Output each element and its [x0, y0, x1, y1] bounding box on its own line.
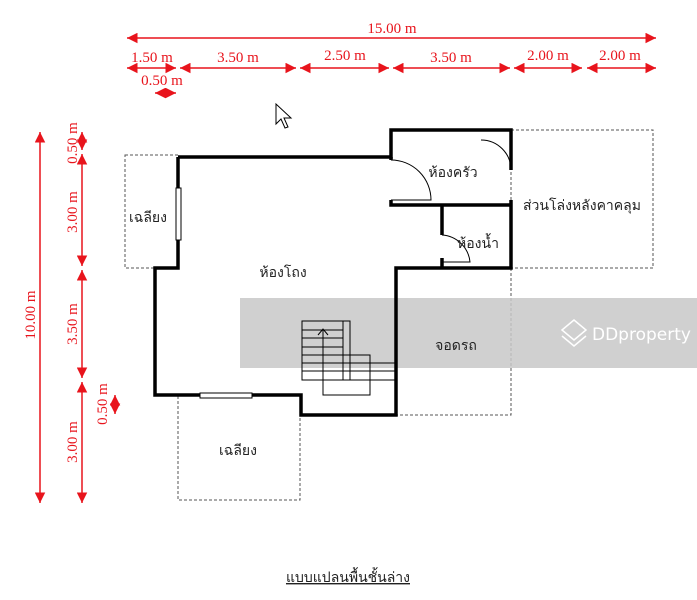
width-dimensions [127, 32, 656, 99]
covered-area [510, 129, 654, 269]
depth-seg-1: 0.50 m [65, 122, 81, 164]
walls [153, 128, 513, 417]
width-seg-1: 1.50 m [131, 50, 173, 66]
width-small-label: 0.50 m [141, 73, 183, 89]
width-seg-5: 2.00 m [527, 48, 569, 64]
staircase [301, 320, 396, 396]
room-carport: จอดรถ [435, 338, 477, 354]
watermark-text: DDproperty [592, 325, 691, 345]
watermark-band [240, 298, 697, 368]
depth-small-label: 0.50 m [95, 383, 111, 425]
plan-title: แบบแปลนพื้นชั้นล่าง [286, 567, 410, 586]
room-bathroom: ห้องน้ำ [457, 233, 499, 252]
width-seg-2: 3.50 m [217, 50, 259, 66]
porch-left-area [124, 154, 179, 269]
room-porch-front: เฉลียง [219, 443, 257, 459]
overall-width-label: 15.00 m [367, 21, 417, 37]
mouse-cursor-icon [275, 102, 293, 129]
width-seg-4: 3.50 m [430, 50, 472, 66]
doors [390, 139, 512, 263]
depth-seg-2: 3.00 m [65, 191, 81, 233]
depth-seg-3: 3.50 m [65, 303, 81, 345]
width-seg-6: 2.00 m [599, 48, 641, 64]
room-kitchen: ห้องครัว [428, 165, 477, 181]
room-porch-left: เฉลียง [129, 210, 167, 226]
windows [175, 187, 253, 399]
overall-depth-label: 10.00 m [23, 290, 39, 340]
depth-dimensions [34, 132, 121, 503]
depth-seg-4: 3.00 m [65, 421, 81, 463]
ddproperty-logo-icon [560, 319, 588, 347]
room-covered-area: ส่วนโล่งหลังคาคลุม [523, 197, 641, 214]
room-hall: ห้องโถง [259, 264, 306, 281]
width-seg-3: 2.50 m [324, 48, 366, 64]
